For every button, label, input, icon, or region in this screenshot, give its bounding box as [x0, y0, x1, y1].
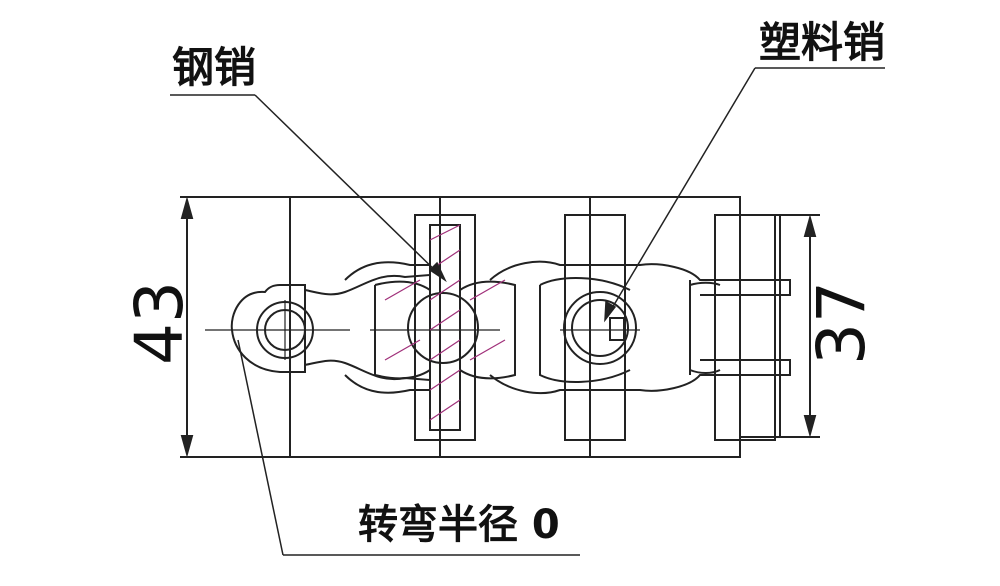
- steel-pin-section: [414, 214, 476, 441]
- leader-plastic-pin: [604, 67, 756, 321]
- link-body-right: [589, 196, 741, 458]
- steel-pin-hatch: [384, 224, 506, 421]
- turn-radius-label: 转弯半径 0: [358, 502, 560, 548]
- dimension-43-text: 43: [121, 281, 198, 365]
- hook-outline-right: [489, 260, 791, 394]
- hook-outline-left: [304, 261, 431, 394]
- eye-left: [230, 284, 306, 373]
- steel-pin-label: 钢销: [172, 43, 257, 92]
- cup-middle: [374, 280, 516, 380]
- leader-steel-pin: [254, 94, 446, 281]
- leader-turn-radius: [237, 339, 284, 556]
- dimension-37-text: 37: [803, 281, 880, 365]
- plastic-pin-label: 塑料销: [759, 18, 886, 67]
- pin-plastic: [563, 291, 637, 365]
